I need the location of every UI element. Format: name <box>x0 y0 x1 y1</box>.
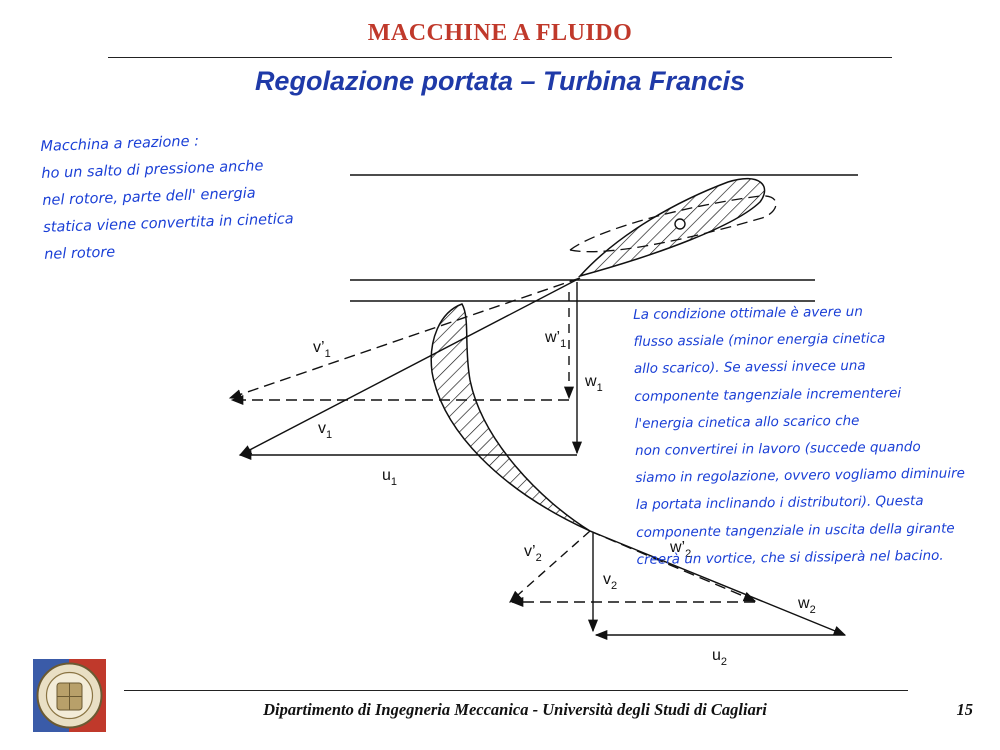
label-w2: w2 <box>797 595 816 616</box>
label-v1: v1 <box>318 420 332 441</box>
label-v2: v2 <box>603 571 617 592</box>
label-v1-prime: v’1 <box>313 339 331 360</box>
v1-vector <box>238 277 581 456</box>
footer-divider <box>124 690 908 691</box>
channel-lines <box>350 174 858 302</box>
slide-subtitle: Regolazione portata – Turbina Francis <box>254 66 746 96</box>
footer-department: Dipartimento di Ingegneria Meccanica - U… <box>263 700 767 719</box>
v2-prime-vector <box>509 530 591 603</box>
v1-prime-vector <box>228 277 581 400</box>
guide-vane <box>569 177 777 278</box>
university-seal-icon <box>33 659 106 732</box>
header-divider <box>108 57 892 58</box>
handwritten-note-left: Macchina a reazione : ho un salto di pre… <box>40 125 295 269</box>
note-line: la portata inclinando i distributori). Q… <box>635 493 924 514</box>
note-line: creerà un vortice, che si dissiperà nel … <box>636 547 944 568</box>
header-title: MACCHINE A FLUIDO <box>367 20 633 46</box>
label-w2-prime: w’2 <box>669 539 691 560</box>
label-u2: u2 <box>712 647 727 668</box>
label-u1: u1 <box>382 467 397 488</box>
note-line: componente tangenziale in uscita della g… <box>636 520 955 541</box>
guide-vane-profile <box>577 177 766 278</box>
w2-prime-vector <box>589 530 757 602</box>
label-w1-prime: w’1 <box>544 329 566 350</box>
w2-vector <box>589 530 847 636</box>
inlet-velocity-triangle <box>228 277 583 461</box>
label-w1: w1 <box>584 373 603 394</box>
handwritten-note-right: La condizione ottimale è avere un flusso… <box>633 297 966 574</box>
page-number: 15 <box>956 700 974 719</box>
label-v2-prime: v’2 <box>524 543 542 564</box>
guide-vane-rotated-outline <box>569 195 777 253</box>
vector-labels: v’1 v1 w’1 w1 u1 v’2 v2 w’2 w2 u2 <box>313 329 816 668</box>
outlet-velocity-triangle <box>509 530 847 641</box>
vane-pivot-icon <box>674 218 686 230</box>
